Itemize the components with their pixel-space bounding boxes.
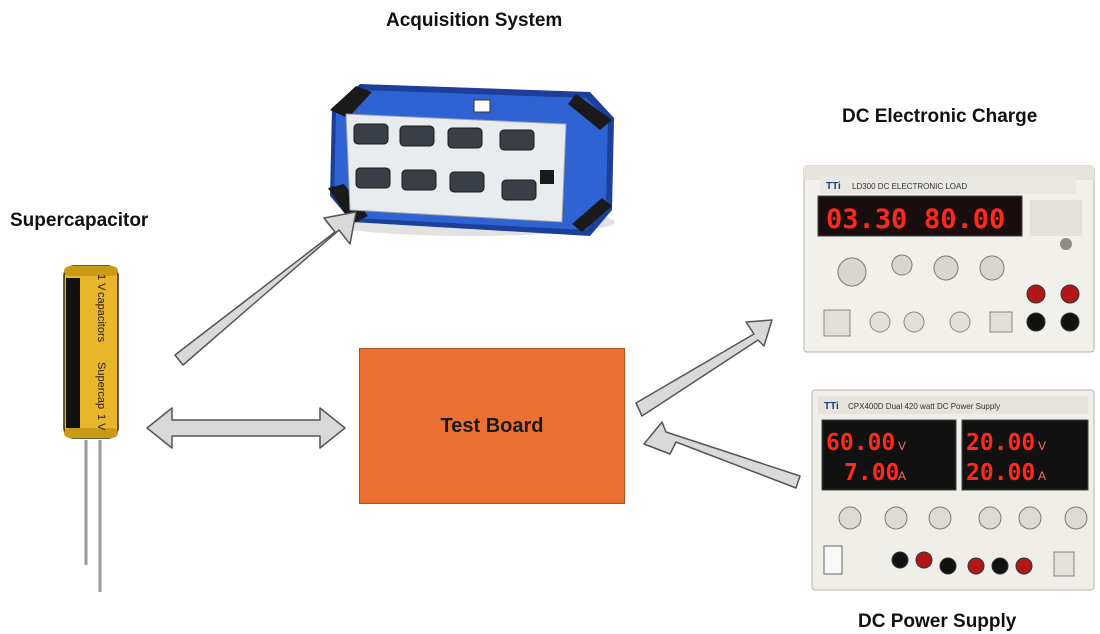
psu-display-a1: 7.00 [844, 460, 899, 486]
capacitor-rating-text-2: 1 V [95, 414, 107, 431]
psu-display-a2: 20.00 [966, 460, 1035, 486]
supercapacitor-image: 1 V capacitors Supercap 1 V [63, 265, 119, 592]
psu-unit-a2: A [1038, 469, 1046, 483]
capacitor-text-2: Supercap [95, 362, 107, 409]
dc-load-display-1: 03.30 [826, 204, 907, 235]
acquisition-device-image [325, 84, 615, 236]
test-board-box: Test Board [359, 348, 625, 504]
psu-display-v1: 60.00 [826, 430, 895, 456]
test-board-label: Test Board [440, 414, 544, 437]
acquisition-system-label: Acquisition System [386, 10, 563, 31]
arrow-from-power-supply [643, 421, 801, 489]
arrow-supercap-testboard [146, 407, 346, 449]
supercapacitor-label: Supercapacitor [10, 210, 149, 231]
capacitor-rating-text-1: 1 V [95, 274, 107, 291]
psu-display-v2: 20.00 [966, 430, 1035, 456]
arrow-to-acquisition [174, 211, 357, 366]
dc-load-brand: TTi [826, 181, 841, 192]
psu-unit-v2: V [1038, 439, 1046, 453]
psu-model: CPX400D Dual 420 watt DC Power Supply [848, 402, 1000, 411]
psu-brand: TTi [824, 401, 839, 412]
dc-electronic-charge-label: DC Electronic Charge [842, 106, 1038, 127]
psu-unit-v1: V [898, 439, 906, 453]
capacitor-text-1: capacitors [95, 292, 107, 343]
dc-power-supply-image: TTi CPX400D Dual 420 watt DC Power Suppl… [811, 389, 1095, 591]
arrow-to-dc-load [635, 319, 773, 417]
dc-electronic-load-image: TTi LD300 DC ELECTRONIC LOAD 03.30 80.00 [803, 165, 1095, 353]
dc-power-supply-label: DC Power Supply [858, 611, 1017, 632]
dc-load-model: LD300 DC ELECTRONIC LOAD [852, 182, 967, 191]
psu-unit-a1: A [898, 469, 906, 483]
dc-load-display-2: 80.00 [924, 204, 1005, 235]
